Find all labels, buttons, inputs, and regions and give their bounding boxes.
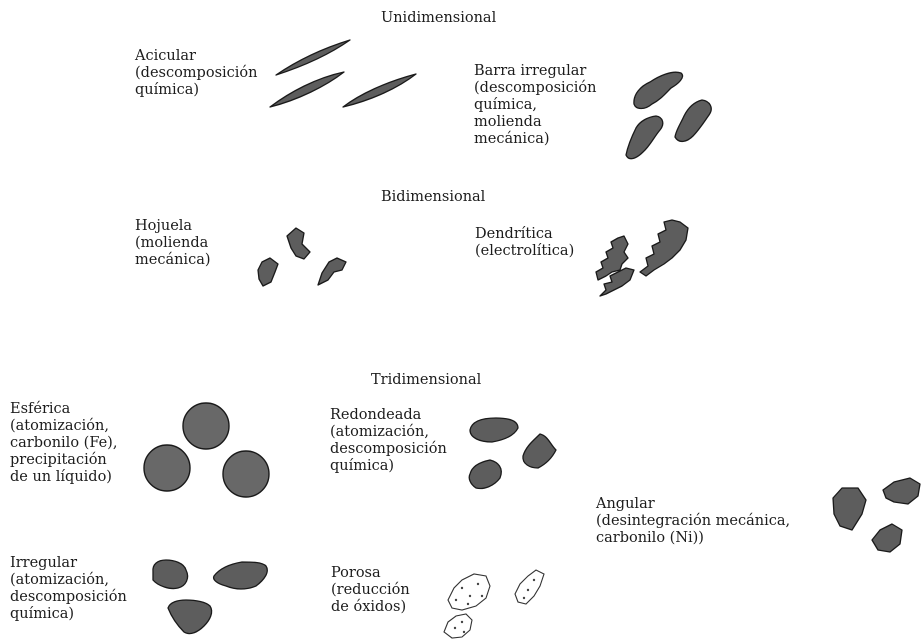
sphere-particle [223, 451, 269, 497]
irregular-particle [168, 600, 212, 634]
needle-particle [276, 40, 350, 75]
flake-particle [287, 228, 310, 259]
angular-particle [833, 488, 866, 530]
dendritic-particles [596, 220, 688, 296]
needle-particle [343, 74, 416, 107]
irregular-rod-particles [626, 72, 711, 159]
sphere-particle [144, 445, 190, 491]
angular-particle [872, 524, 902, 552]
rounded-particle [469, 460, 501, 489]
dendritic-particle [640, 220, 688, 276]
angular-particle [883, 478, 920, 504]
rounded-particle [470, 418, 518, 442]
flake-particle [258, 258, 278, 286]
pore-dot [527, 589, 529, 591]
angular-particles [833, 478, 920, 552]
spherical-particles [144, 403, 269, 497]
rounded-particle [523, 434, 556, 468]
acicular-particles [270, 40, 416, 107]
rounded-particles [469, 418, 556, 489]
pore-dot [469, 595, 471, 597]
needle-particle [270, 72, 344, 107]
irregular-particle [153, 560, 188, 589]
flake-particles [258, 228, 346, 286]
pore-dot [461, 621, 463, 623]
pore-dot [477, 583, 479, 585]
pore-dot [455, 599, 457, 601]
pore-dot [467, 603, 469, 605]
pore-dot [463, 631, 465, 633]
pore-dot [461, 587, 463, 589]
rod-particle [675, 100, 711, 141]
pore-dot [533, 579, 535, 581]
rod-particle [626, 116, 663, 159]
pore-dot [454, 627, 456, 629]
flake-particle [318, 258, 346, 285]
porous-particle [515, 570, 544, 604]
pore-dot [523, 597, 525, 599]
porous-particle [444, 614, 472, 638]
irregular-particle [214, 562, 268, 589]
porous-particles [444, 570, 544, 638]
rod-particle [634, 72, 683, 108]
sphere-particle [183, 403, 229, 449]
pore-dot [481, 595, 483, 597]
irregular-particles [153, 560, 267, 634]
